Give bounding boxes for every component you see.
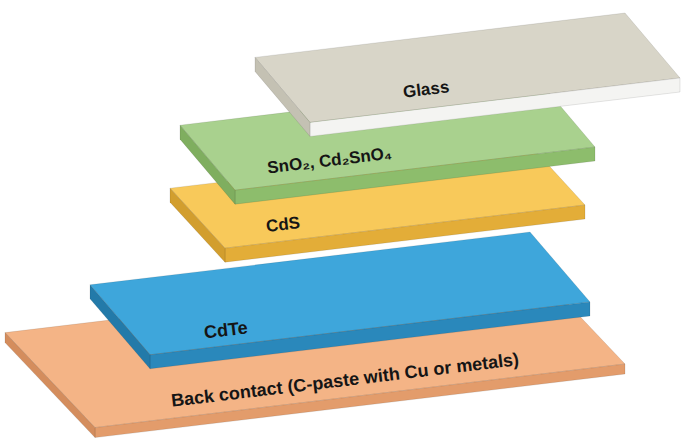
slab-front xyxy=(310,78,680,136)
slab-side xyxy=(90,285,150,369)
slab-side xyxy=(255,57,310,136)
slab-front xyxy=(150,302,590,369)
slab-front xyxy=(225,205,585,262)
layer-label: CdS xyxy=(265,213,301,236)
slab-side xyxy=(170,188,225,262)
slab-side xyxy=(5,333,95,438)
slab-side xyxy=(180,125,235,204)
slab-outline xyxy=(254,12,681,137)
layer-slab: Glass xyxy=(254,12,681,137)
